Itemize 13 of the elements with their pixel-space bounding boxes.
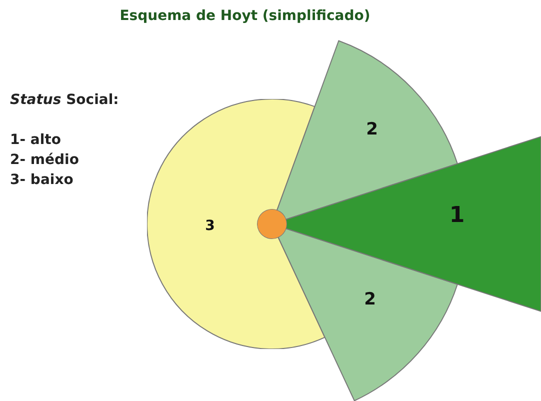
zone-number: 1 <box>449 205 465 227</box>
zone-number: 2 <box>366 122 378 138</box>
sector <box>285 136 541 312</box>
sector <box>278 228 458 401</box>
center-circle <box>257 209 287 239</box>
legend-item: 2- médio <box>10 152 79 168</box>
legend-item: 1- alto <box>10 132 61 148</box>
sector <box>147 99 325 349</box>
legend-item: 3- baixo <box>10 172 74 188</box>
zone-number: 3 <box>205 219 215 233</box>
zone-number: 2 <box>364 292 376 308</box>
legend-heading: Status Social: <box>10 92 119 108</box>
diagram-title: Esquema de Hoyt (simplificado) <box>118 8 372 24</box>
